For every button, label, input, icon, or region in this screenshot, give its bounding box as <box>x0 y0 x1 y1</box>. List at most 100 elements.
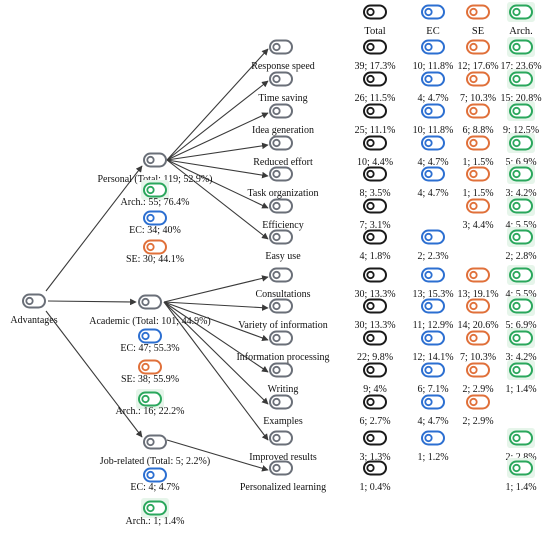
academic-arch-breakdown-label: Arch.: 16; 22.2% <box>116 406 185 417</box>
cell-ec-toggle-icon <box>421 430 445 446</box>
cell-arch-toggle-icon <box>507 458 535 478</box>
cell-arch-value: 1; 1.4% <box>505 384 536 395</box>
category-11-toggle-icon <box>269 394 293 410</box>
cell-ec-value: 1; 1.2% <box>417 452 448 463</box>
cell-se-value: 3; 4.4% <box>462 220 493 231</box>
cell-se-toggle-icon <box>466 39 490 55</box>
arrow-personal-category-2 <box>166 112 269 161</box>
cell-total-value: 39; 17.3% <box>354 61 395 72</box>
cell-arch-toggle-icon <box>507 428 535 448</box>
job-ec-toggle-icon <box>143 467 167 483</box>
cell-ec-toggle-icon <box>421 39 445 55</box>
cell-ec-value: 2; 2.3% <box>417 251 448 262</box>
cell-total-value: 3; 1.3% <box>359 452 390 463</box>
cell-ec-toggle-icon <box>421 362 445 378</box>
cell-total-value: 8; 3.5% <box>359 188 390 199</box>
category-2-toggle-icon <box>269 103 293 119</box>
personal-se-toggle-icon <box>143 239 167 255</box>
cell-arch-toggle-icon <box>507 37 535 57</box>
job-ec-breakdown-label: EC: 4; 4.7% <box>130 482 179 493</box>
cell-se-value: 7; 10.3% <box>460 352 496 363</box>
cell-total-value: 26; 11.5% <box>355 93 396 104</box>
academic-se-breakdown-label: SE: 38; 55.9% <box>121 374 179 385</box>
cell-arch-value: 2; 2.8% <box>505 452 536 463</box>
cell-arch-toggle-icon <box>507 196 535 216</box>
category-9-toggle-icon <box>269 330 293 346</box>
arrow-root-personal <box>45 165 143 292</box>
academic-ec-breakdown-label: EC: 47; 55.3% <box>120 343 179 354</box>
cell-ec-toggle-icon <box>421 166 445 182</box>
category-label: Information processing <box>236 352 329 363</box>
column-header-ec: EC <box>426 26 439 37</box>
header-arch-toggle-icon <box>507 2 535 22</box>
arrow-personal-category-0 <box>166 48 269 161</box>
cell-arch-value: 9; 12.5% <box>503 125 539 136</box>
cell-total-value: 30; 13.3% <box>354 320 395 331</box>
cell-total-toggle-icon <box>363 166 387 182</box>
category-label: Variety of information <box>238 320 327 331</box>
job-group-label: Job-related (Total: 5; 2.2%) <box>100 456 210 467</box>
cell-se-toggle-icon <box>466 267 490 283</box>
academic-se-toggle-icon <box>138 359 162 375</box>
cell-se-toggle-icon <box>466 362 490 378</box>
cell-arch-toggle-icon <box>507 164 535 184</box>
arrow-personal-category-5 <box>166 159 269 209</box>
academic-ec-toggle-icon <box>138 328 162 344</box>
cell-arch-value: 4; 5.5% <box>505 220 536 231</box>
category-7-toggle-icon <box>269 267 293 283</box>
cell-se-value: 2; 2.9% <box>462 384 493 395</box>
cell-se-value: 7; 10.3% <box>460 93 496 104</box>
cell-arch-toggle-icon <box>507 133 535 153</box>
category-label: Personalized learning <box>240 482 326 493</box>
category-label: Idea generation <box>252 125 314 136</box>
academic-group-label: Academic (Total: 101; 44.9%) <box>89 316 210 327</box>
cell-total-toggle-icon <box>363 135 387 151</box>
cell-se-toggle-icon <box>466 71 490 87</box>
cell-total-toggle-icon <box>363 71 387 87</box>
cell-ec-toggle-icon <box>421 330 445 346</box>
cell-se-value: 1; 1.5% <box>462 188 493 199</box>
personal-ec-breakdown-label: EC: 34; 40% <box>129 225 181 236</box>
cell-ec-toggle-icon <box>421 298 445 314</box>
job-arch-breakdown-label: Arch.: 1; 1.4% <box>126 516 185 527</box>
cell-arch-value: 4; 5.5% <box>505 289 536 300</box>
cell-ec-toggle-icon <box>421 394 445 410</box>
cell-ec-value: 4; 4.7% <box>417 93 448 104</box>
cell-se-value: 1; 1.5% <box>462 157 493 168</box>
cell-total-toggle-icon <box>363 330 387 346</box>
cell-total-toggle-icon <box>363 460 387 476</box>
cell-arch-toggle-icon <box>507 360 535 380</box>
cell-ec-value: 10; 11.8% <box>413 125 454 136</box>
job-arch-toggle-icon <box>141 498 169 518</box>
cell-arch-toggle-icon <box>507 101 535 121</box>
cell-ec-value: 6; 7.1% <box>417 384 448 395</box>
cell-se-value: 12; 17.6% <box>457 61 498 72</box>
cell-ec-toggle-icon <box>421 103 445 119</box>
cell-total-toggle-icon <box>363 39 387 55</box>
cell-total-value: 6; 2.7% <box>359 416 390 427</box>
cell-se-toggle-icon <box>466 135 490 151</box>
arrow-personal-category-3 <box>166 142 269 161</box>
cell-arch-toggle-icon <box>507 328 535 348</box>
job-group-toggle-icon <box>143 434 167 450</box>
connector-arrows <box>45 48 269 472</box>
arrow-academic-category-11 <box>163 301 269 405</box>
cell-se-toggle-icon <box>466 330 490 346</box>
cell-se-value: 14; 20.6% <box>457 320 498 331</box>
personal-se-breakdown-label: SE: 30; 44.1% <box>126 254 184 265</box>
cell-se-value: 6; 8.8% <box>462 125 493 136</box>
cell-total-toggle-icon <box>363 198 387 214</box>
cell-arch-value: 3; 4.2% <box>505 352 536 363</box>
category-6-toggle-icon <box>269 229 293 245</box>
cell-se-value: 2; 2.9% <box>462 416 493 427</box>
cell-ec-value: 4; 4.7% <box>417 188 448 199</box>
cell-total-toggle-icon <box>363 103 387 119</box>
header-ec-toggle-icon <box>421 4 445 20</box>
cell-arch-value: 5; 6.9% <box>505 157 536 168</box>
personal-ec-toggle-icon <box>143 210 167 226</box>
root-toggle-icon <box>22 293 46 309</box>
root-label: Advantages <box>10 315 57 326</box>
cell-total-value: 30; 13.3% <box>354 289 395 300</box>
